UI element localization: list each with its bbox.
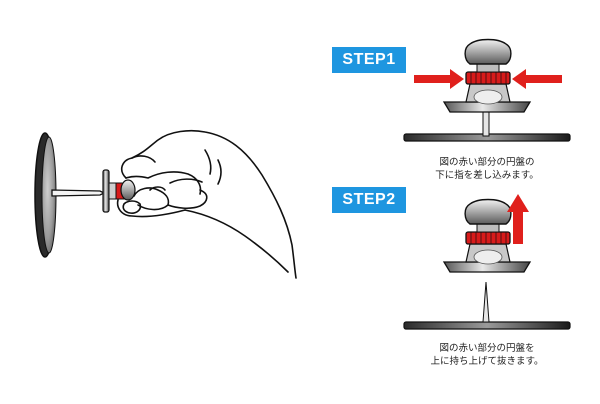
step1-caption-line2: 下に指を差し込みます。	[435, 170, 539, 181]
pin-knob	[464, 198, 512, 225]
step2-caption-line1: 図の赤い部分の円盤を	[439, 343, 535, 354]
step1-badge: STEP1	[332, 47, 406, 73]
hand-pinching-icon	[116, 129, 297, 279]
pin-shaft-left	[51, 189, 106, 197]
push-pin-icon	[102, 169, 136, 213]
step2-badge: STEP2	[332, 187, 406, 213]
pin-knob	[464, 38, 512, 65]
red-disc	[465, 71, 511, 85]
base-plate	[403, 321, 571, 330]
step2-caption-line2: 上に持ち上げて抜きます。	[430, 356, 544, 367]
arrow-up-icon	[507, 194, 529, 244]
step2-caption: 図の赤い部分の円盤を 上に持ち上げて抜きます。	[387, 342, 587, 368]
arrow-inward-icon	[414, 69, 562, 89]
step1-illustration	[403, 38, 571, 142]
step2-illustration	[403, 194, 571, 330]
step1-caption-line1: 図の赤い部分の円盤の	[439, 157, 535, 168]
red-disc	[465, 231, 511, 245]
step1-caption: 図の赤い部分の円盤の 下に指を差し込みます。	[387, 156, 587, 182]
pin-needle	[482, 281, 490, 323]
